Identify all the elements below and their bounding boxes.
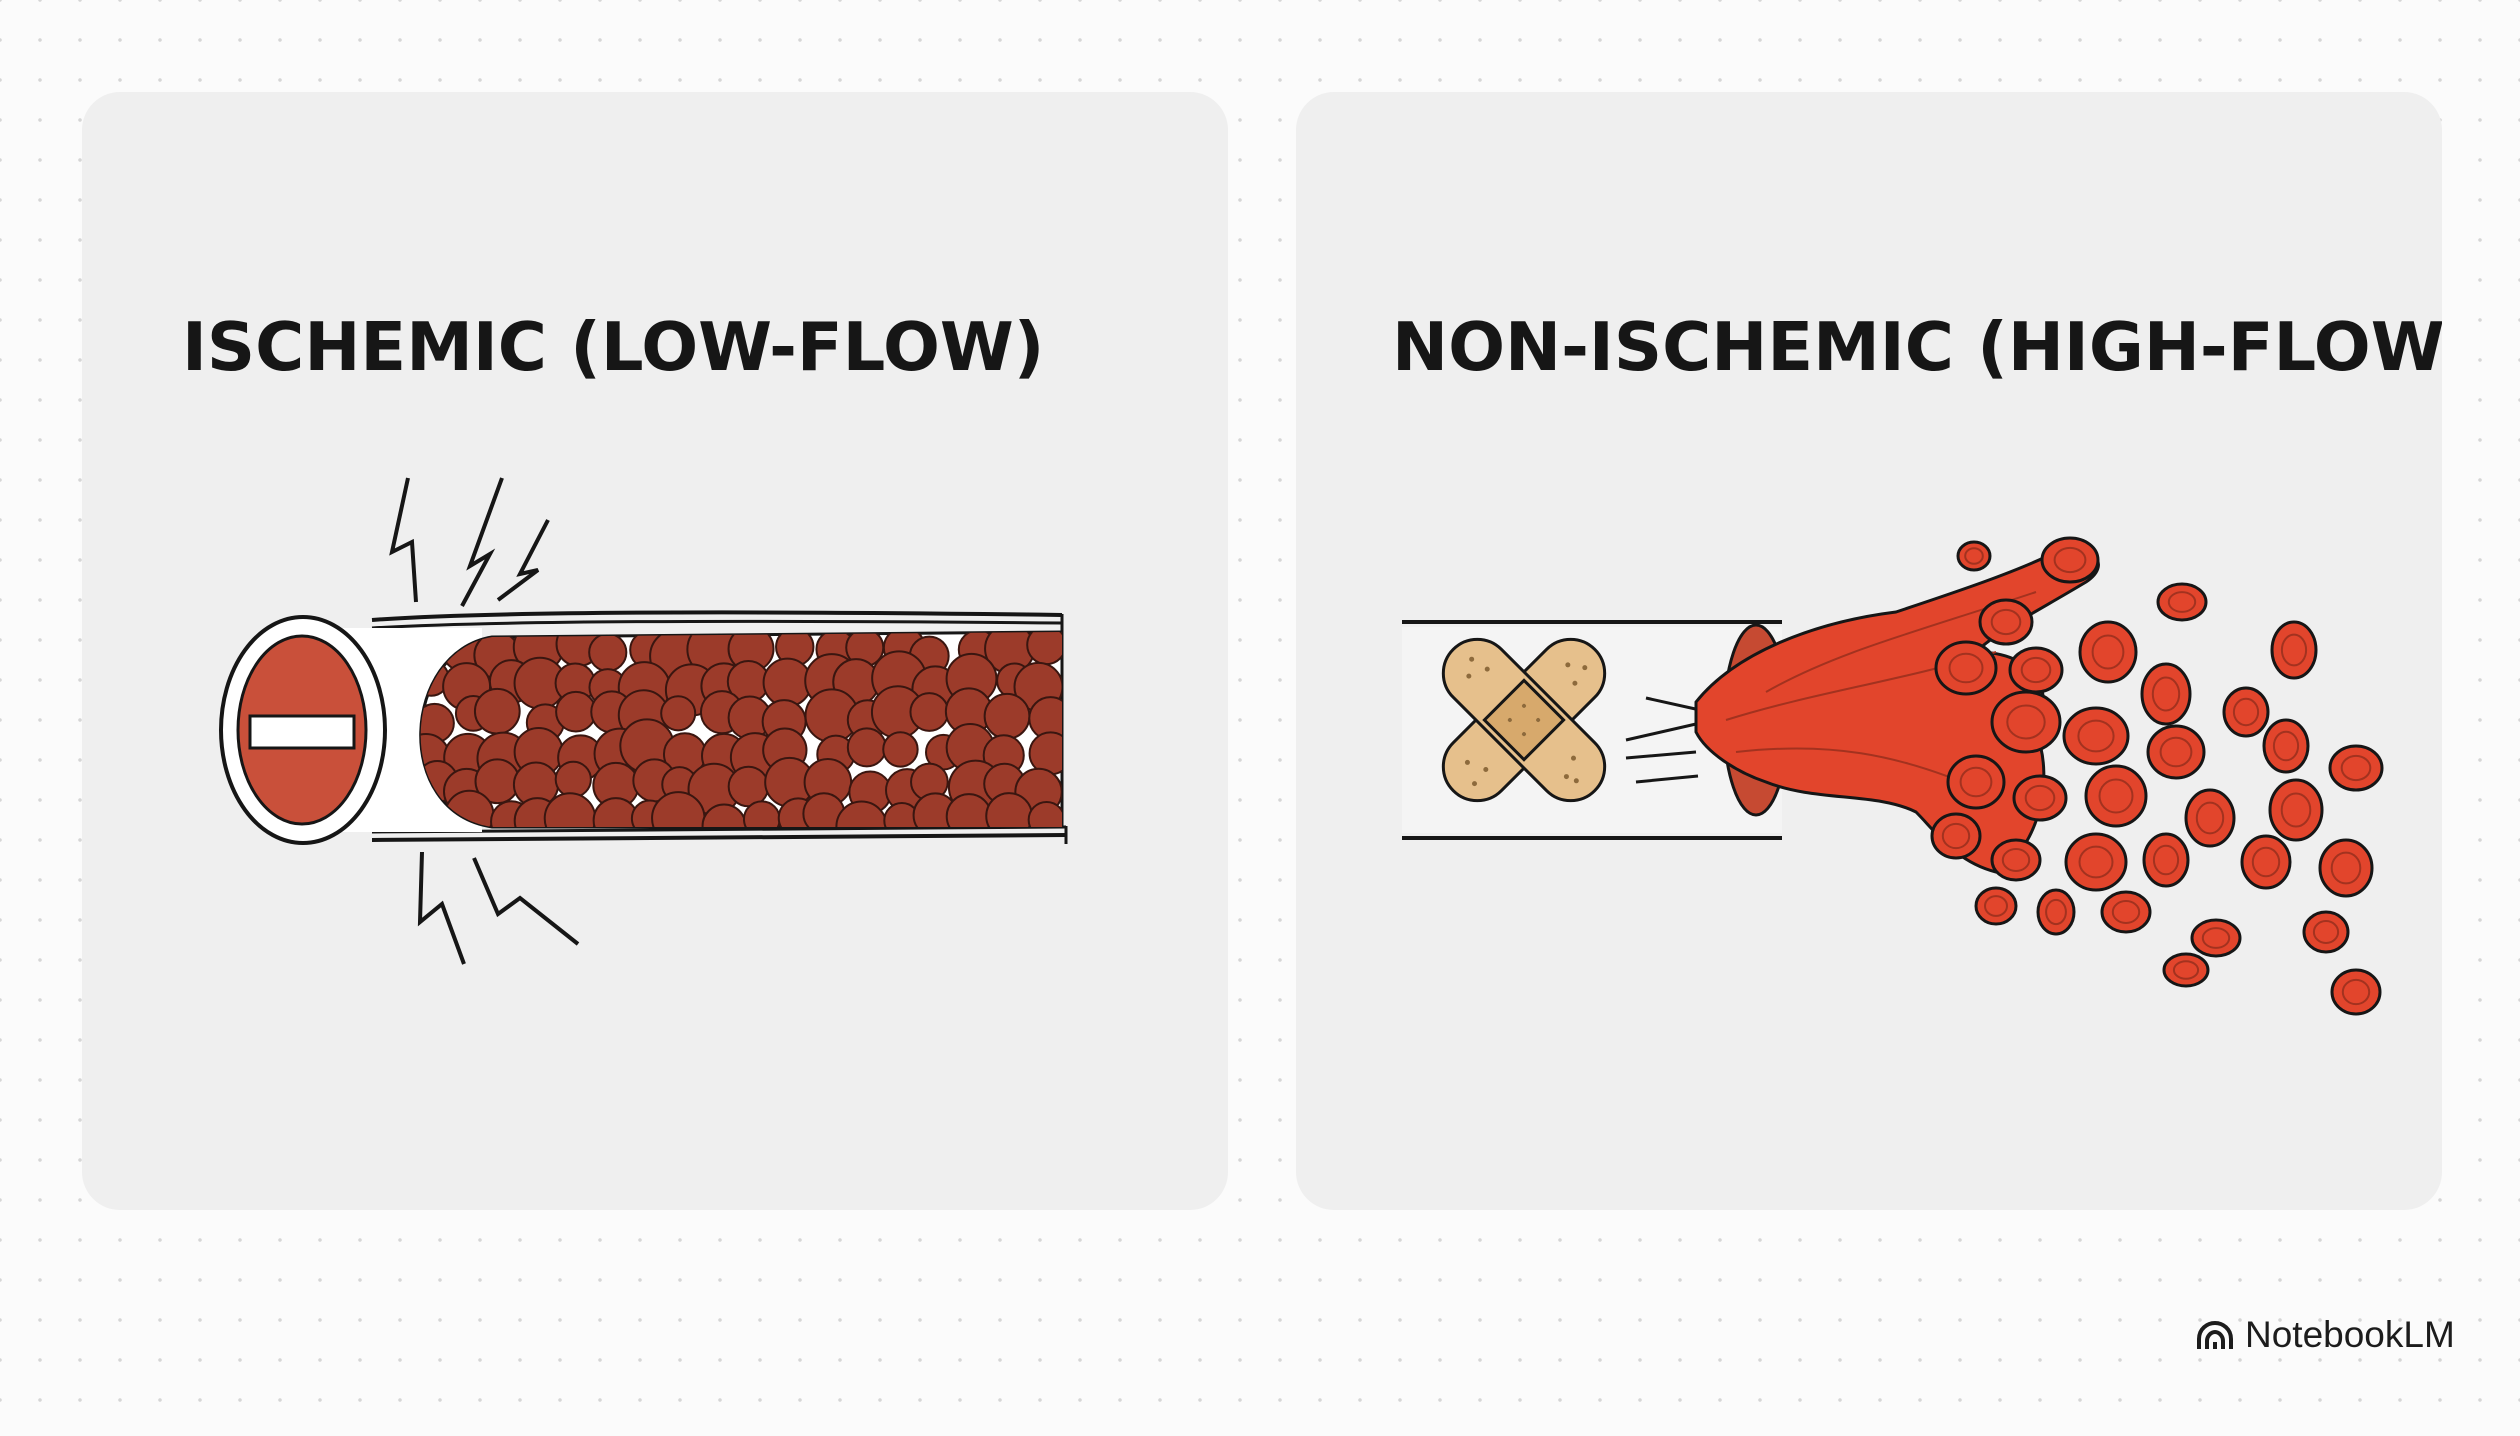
red-blood-cell-center <box>2001 848 2031 872</box>
red-blood-cell-center <box>2098 778 2134 814</box>
red-blood-cell-icon <box>2084 764 2148 828</box>
red-blood-cell-icon <box>2062 706 2130 766</box>
red-blood-cell-center <box>2201 927 2231 949</box>
red-blood-cell-center <box>1990 608 2022 636</box>
red-blood-cell-icon <box>2302 910 2350 954</box>
red-blood-cell-center <box>2251 846 2281 878</box>
spurting-cells <box>1930 536 2384 1016</box>
non-ischemic-illustration <box>1402 536 2384 1016</box>
red-blood-cell-icon <box>846 727 887 768</box>
red-blood-cell-center <box>1948 652 1984 684</box>
red-blood-cell-center <box>2111 900 2141 924</box>
red-blood-cell-icon <box>2036 888 2076 936</box>
red-blood-cell-icon <box>2012 774 2068 822</box>
red-blood-cell-icon <box>2162 952 2210 988</box>
red-blood-cell-center <box>2077 719 2115 753</box>
brand-name: NotebookLM <box>2245 1314 2455 1355</box>
red-blood-cell-icon <box>762 657 813 708</box>
red-blood-cell-icon <box>2140 662 2192 726</box>
red-blood-cell-icon <box>1956 540 1992 572</box>
red-blood-cell-icon <box>2318 838 2374 898</box>
red-blood-cell-icon <box>742 800 781 827</box>
red-blood-cell-icon <box>473 687 521 735</box>
non-ischemic-panel: NON-ISCHEMIC (HIGH-FLOW) <box>1296 92 2442 1210</box>
red-blood-cell-icon <box>2008 646 2064 694</box>
red-blood-cell-icon <box>2146 724 2206 780</box>
ischemic-title: ISCHEMIC (LOW-FLOW) <box>182 308 1045 386</box>
red-blood-cell-icon <box>2330 968 2382 1016</box>
red-blood-cell-icon <box>1990 690 2062 754</box>
red-blood-cell-center <box>2151 676 2181 712</box>
red-blood-cell-center <box>2020 656 2052 684</box>
red-blood-cell-icon <box>983 692 1031 740</box>
red-blood-cell-icon <box>1974 886 2018 926</box>
red-blood-cell-icon <box>2142 832 2190 888</box>
red-blood-cell-center <box>1984 895 2008 917</box>
red-blood-cell-icon <box>2262 718 2310 774</box>
notebooklm-brand: NotebookLM <box>2195 1316 2455 1353</box>
red-blood-cell-icon <box>985 792 1033 827</box>
red-blood-cell-icon <box>2268 778 2324 842</box>
red-blood-cell-icon <box>588 632 628 672</box>
packed-cell-mass <box>420 632 1063 827</box>
red-blood-cell-icon <box>1978 598 2034 646</box>
red-blood-cell-icon <box>555 690 597 733</box>
red-blood-cell-icon <box>2064 832 2128 892</box>
red-blood-cell-center <box>2312 920 2340 944</box>
ischemic-illustration <box>219 477 1068 965</box>
no-entry-sign-icon <box>219 615 387 845</box>
non-ischemic-title: NON-ISCHEMIC (HIGH-FLOW) <box>1392 308 2442 386</box>
red-blood-cell-icon <box>945 793 993 827</box>
red-blood-cell-icon <box>2078 620 2138 684</box>
red-blood-cell-icon <box>2328 744 2384 792</box>
red-blood-cell-icon <box>1027 800 1063 827</box>
red-blood-cell-icon <box>2184 788 2236 848</box>
notebooklm-logo-icon <box>2197 1320 2233 1349</box>
red-blood-cell-icon <box>2240 834 2292 890</box>
red-blood-cell-icon <box>909 692 950 732</box>
red-blood-cell-icon <box>2040 536 2100 584</box>
red-blood-cell-center <box>2045 898 2067 926</box>
red-blood-cell-icon <box>2190 918 2242 958</box>
red-blood-cell-icon <box>1930 812 1982 860</box>
red-blood-cell-center <box>2152 844 2180 876</box>
red-blood-cell-center <box>2006 704 2046 740</box>
red-blood-cell-center <box>2159 736 2193 768</box>
red-blood-cell-center <box>2091 634 2125 670</box>
red-blood-cell-center <box>2272 730 2300 762</box>
red-blood-cell-center <box>2280 633 2308 667</box>
red-blood-cell-icon <box>1946 754 2006 810</box>
red-blood-cell-icon <box>835 800 888 827</box>
red-blood-cell-center <box>2024 784 2056 812</box>
bandage-icon <box>1441 637 1607 803</box>
red-blood-cell-icon <box>660 695 697 732</box>
red-blood-cell-center <box>1941 822 1971 850</box>
red-blood-cell-icon <box>1934 640 1998 696</box>
red-blood-cell-center <box>2167 591 2197 613</box>
red-blood-cell-icon <box>543 792 597 827</box>
red-blood-cell-center <box>2341 978 2371 1006</box>
red-blood-cell-icon <box>554 760 592 798</box>
red-blood-cell-center <box>1964 547 1984 565</box>
red-blood-cell-center <box>2232 697 2260 727</box>
red-blood-cell-center <box>2172 960 2200 980</box>
red-blood-cell-icon <box>2156 582 2208 622</box>
red-blood-cell-icon <box>701 803 747 827</box>
ischemic-panel: ISCHEMIC (LOW-FLOW) <box>82 92 1228 1210</box>
lightning-bolt-icon <box>389 477 580 965</box>
red-blood-cell-center <box>1959 766 1993 798</box>
red-blood-cell-center <box>2195 801 2225 835</box>
red-blood-cell-center <box>2053 546 2087 574</box>
red-blood-cell-center <box>2330 851 2362 885</box>
red-blood-cell-icon <box>2270 620 2318 680</box>
red-blood-cell-center <box>2280 792 2312 828</box>
red-blood-cell-icon <box>882 731 919 768</box>
red-blood-cell-icon <box>2100 890 2152 934</box>
red-blood-cell-icon <box>1990 838 2042 882</box>
red-blood-cell-center <box>2340 754 2372 782</box>
red-blood-cell-center <box>2078 845 2114 879</box>
red-blood-cell-icon <box>2222 686 2270 738</box>
